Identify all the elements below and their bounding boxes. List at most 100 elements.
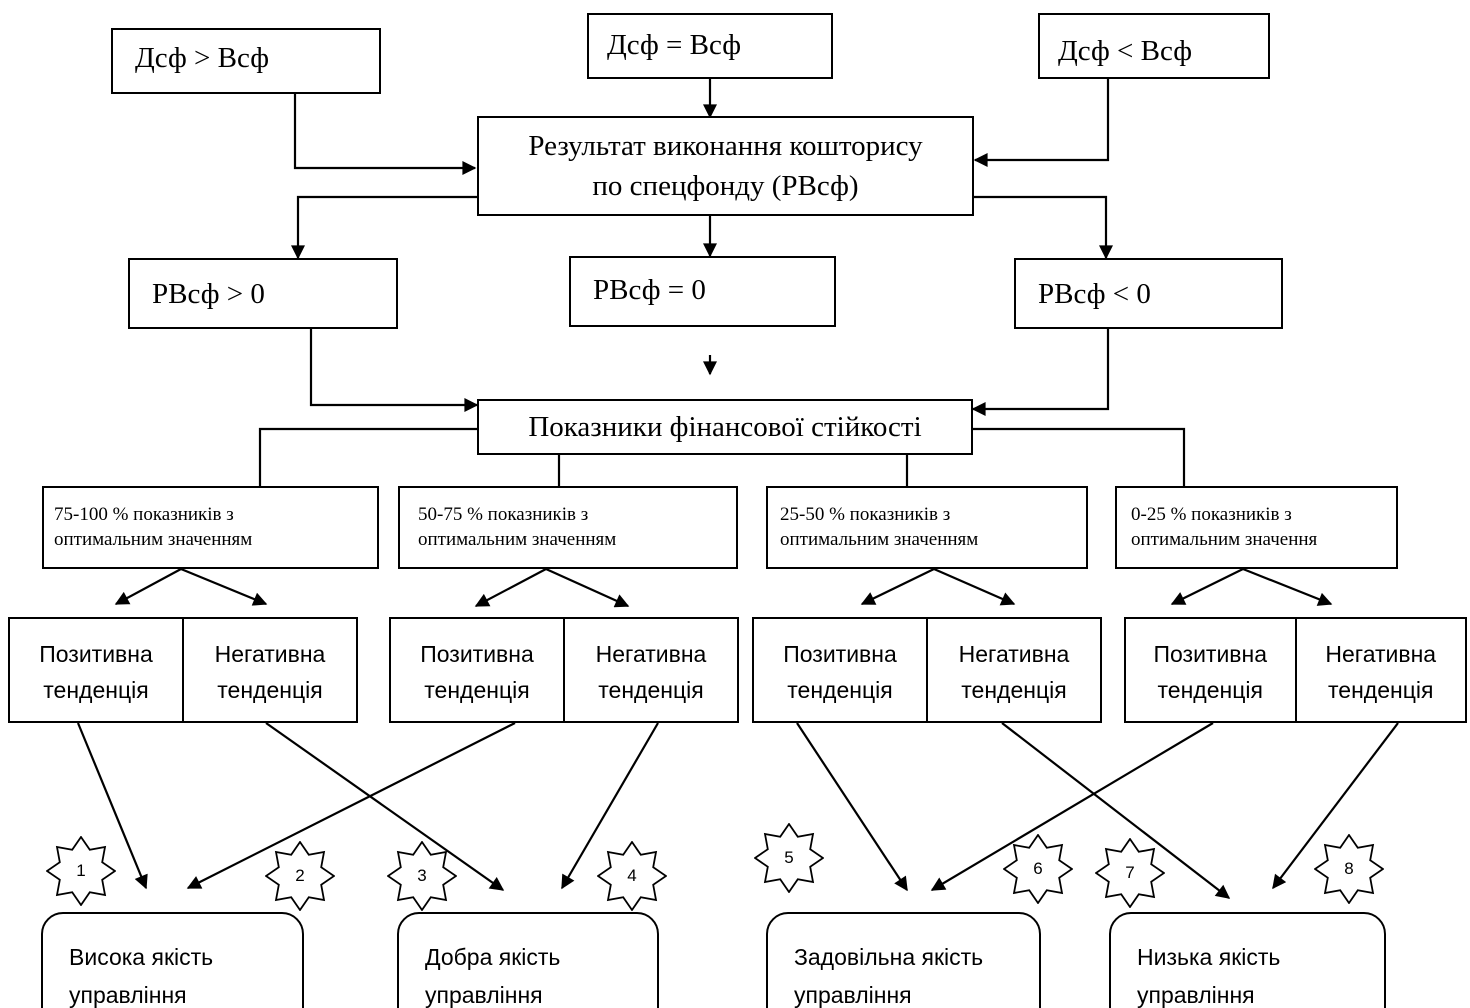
star-badge-1: 1 — [46, 836, 116, 906]
range-line-2: оптимальним значенням — [780, 529, 979, 550]
connector-r2-pos — [474, 568, 547, 607]
range-line-1: 50-75 % показників з — [418, 504, 589, 525]
connector-pos-indicators — [309, 328, 479, 412]
star-badge-3: 3 — [387, 841, 457, 911]
tendency-line-2: тенденція — [424, 677, 530, 703]
rv-label: РВсф < 0 — [1038, 278, 1151, 310]
star-badge-5: 5 — [754, 823, 824, 893]
connector-result-pos — [291, 195, 477, 260]
star-icon — [387, 841, 457, 911]
star-number: 2 — [295, 866, 305, 885]
star-icon — [1314, 834, 1384, 904]
range-box-75-100: 75-100 % показників з оптимальним значен… — [42, 486, 379, 569]
tendency-line-1: Позитивна — [39, 641, 153, 667]
star-number: 8 — [1344, 859, 1354, 878]
star-number: 4 — [627, 866, 637, 885]
rv-box-zero: РВсф = 0 — [569, 256, 836, 327]
star-icon — [46, 836, 116, 906]
tendency-negative: Негативна тенденція — [1294, 619, 1466, 721]
star-number: 3 — [417, 866, 427, 885]
range-box-25-50: 25-50 % показників з оптимальним значенн… — [766, 486, 1088, 569]
connector-cond-left — [293, 93, 477, 175]
connector-t3neg-q4 — [1001, 722, 1231, 899]
tendency-line-2: тенденція — [1157, 677, 1263, 703]
condition-box-income-less: Дсф < Всф — [1038, 13, 1270, 79]
star-badge-7: 7 — [1095, 838, 1165, 908]
range-box-50-75: 50-75 % показників з оптимальним значенн… — [398, 486, 738, 569]
result-line-2: по спецфонду (РВсф) — [592, 170, 859, 202]
range-line-1: 25-50 % показників з — [780, 504, 951, 525]
condition-label: Дсф > Всф — [135, 42, 270, 74]
connector-t1neg-q2 — [265, 722, 505, 891]
rv-box-negative: РВсф < 0 — [1014, 258, 1283, 329]
connector-r2-neg — [545, 567, 630, 608]
connector-t2pos-q1 — [186, 722, 516, 889]
tendency-line-2: тенденція — [217, 677, 323, 703]
condition-box-income-equal: Дсф = Всф — [587, 13, 833, 79]
star-icon — [597, 841, 667, 911]
quality-box-low: Низька якість управління — [1109, 912, 1386, 1008]
tendency-line-1: Негативна — [1325, 641, 1437, 667]
condition-label: Дсф = Всф — [607, 29, 742, 61]
range-line-1: 0-25 % показників з — [1131, 504, 1292, 525]
connector-t1pos-q1 — [76, 722, 148, 890]
result-line-1: Результат виконання кошторису — [528, 130, 923, 162]
connector-r1-neg — [180, 567, 268, 606]
quality-line-2: управління — [69, 982, 187, 1008]
connector-r3-neg — [933, 567, 1016, 606]
connector-t3pos-q3 — [796, 722, 908, 892]
quality-line-2: управління — [794, 982, 912, 1008]
star-number: 6 — [1033, 859, 1043, 878]
indicators-label: Показники фінансової стійкості — [528, 411, 922, 443]
tendency-line-2: тенденція — [43, 677, 149, 703]
range-box-0-25: 0-25 % показників з оптимальним значення — [1115, 486, 1398, 569]
rv-label: РВсф > 0 — [152, 278, 265, 310]
quality-box-satisfactory: Задовільна якість управління — [766, 912, 1041, 1008]
tendency-line-1: Негативна — [214, 641, 326, 667]
star-icon — [1003, 834, 1073, 904]
indicators-box: Показники фінансової стійкості — [477, 399, 973, 455]
tendency-negative: Негативна тенденція — [563, 619, 737, 721]
star-badge-4: 4 — [597, 841, 667, 911]
star-icon — [265, 841, 335, 911]
star-badge-2: 2 — [265, 841, 335, 911]
tendency-line-1: Негативна — [958, 641, 1070, 667]
connector-r3-pos — [860, 568, 935, 605]
connector-ind-r4 — [971, 427, 1186, 486]
connector-neg-indicators — [971, 328, 1110, 416]
tendency-line-1: Негативна — [595, 641, 707, 667]
star-badge-8: 8 — [1314, 834, 1384, 904]
tendency-pair-1: Позитивна тенденція Негативна тенденція — [8, 617, 358, 723]
tendency-negative: Негативна тенденція — [182, 619, 356, 721]
range-line-2: оптимальним значенням — [54, 529, 253, 550]
connector-r4-pos — [1170, 568, 1244, 605]
connector-t2neg-q2 — [561, 722, 659, 890]
condition-label: Дсф < Всф — [1058, 35, 1193, 67]
rv-label: РВсф = 0 — [593, 274, 706, 306]
star-number: 1 — [76, 861, 86, 880]
star-number: 7 — [1125, 863, 1135, 882]
quality-line-1: Добра якість — [425, 944, 561, 970]
tendency-line-2: тенденція — [961, 677, 1067, 703]
range-line-2: оптимальним значення — [1131, 529, 1318, 550]
tendency-line-1: Позитивна — [783, 641, 897, 667]
condition-box-income-greater: Дсф > Всф — [111, 28, 381, 94]
connector-t4pos-q3 — [930, 722, 1214, 891]
tendency-line-2: тенденція — [1328, 677, 1434, 703]
quality-box-high: Висока якість управління — [41, 912, 304, 1008]
result-box: Результат виконання кошторису по спецфон… — [477, 116, 974, 216]
quality-line-2: управління — [425, 982, 543, 1008]
connector-cond-right — [973, 78, 1110, 167]
connector-t4neg-q4 — [1272, 722, 1399, 890]
tendency-positive: Позитивна тенденція — [10, 619, 182, 721]
star-icon — [1095, 838, 1165, 908]
tendency-line-2: тенденція — [598, 677, 704, 703]
range-line-1: 75-100 % показників з — [54, 504, 234, 525]
